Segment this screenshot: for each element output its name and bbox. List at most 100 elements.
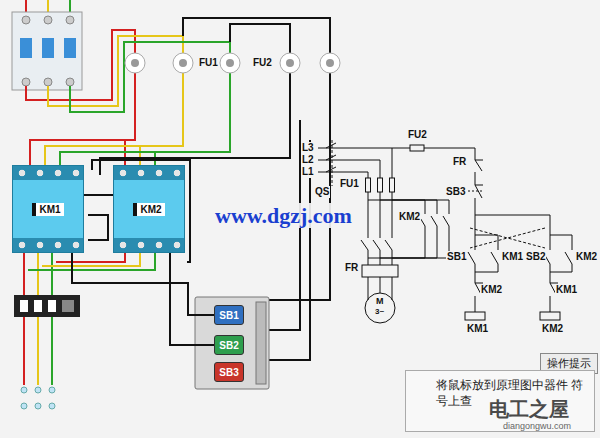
phase-label: L2 bbox=[301, 154, 315, 166]
power-wire bbox=[51, 317, 53, 385]
button-label: SB1 bbox=[446, 251, 467, 263]
main-circuit bbox=[361, 240, 392, 250]
control-circuit bbox=[550, 235, 572, 272]
node-text: SB3 bbox=[219, 367, 238, 378]
thermal-relay bbox=[14, 295, 80, 317]
push-button: SB3 bbox=[214, 362, 244, 382]
motor-terminal bbox=[49, 387, 55, 393]
main-circuit bbox=[365, 293, 395, 323]
thermal-relay bbox=[20, 300, 28, 312]
motor-terminal bbox=[35, 403, 41, 409]
control-circuit bbox=[465, 160, 572, 320]
contact-label: KM1 bbox=[555, 284, 578, 296]
circuit-breaker bbox=[42, 38, 54, 58]
thermal-relay bbox=[14, 295, 80, 317]
circuit-breaker bbox=[66, 78, 74, 86]
control-circuit bbox=[475, 160, 483, 185]
fuse-holder bbox=[220, 53, 240, 73]
phase-label: L3 bbox=[301, 142, 315, 154]
circuit-breaker bbox=[64, 38, 76, 58]
circuit-breaker bbox=[66, 16, 74, 24]
fuse-holder bbox=[326, 59, 334, 67]
control-circuit bbox=[470, 228, 545, 248]
control-circuit bbox=[468, 215, 475, 283]
control-circuit bbox=[465, 312, 485, 320]
button-label: SB2 bbox=[525, 251, 546, 263]
fuse-holder bbox=[226, 59, 234, 67]
motor-terminal bbox=[49, 403, 55, 409]
relay-label: FR bbox=[344, 262, 359, 274]
power-wire bbox=[23, 317, 25, 385]
main-circuit bbox=[332, 140, 333, 186]
fuse-holder bbox=[280, 53, 300, 73]
main-circuit bbox=[368, 148, 392, 178]
power-wire bbox=[56, 253, 125, 262]
node-text: 操作提示 bbox=[547, 356, 591, 371]
node-text: SB1 bbox=[219, 310, 238, 321]
fuse-holder bbox=[286, 59, 294, 67]
fuse-holder bbox=[125, 53, 145, 73]
motor-terminal bbox=[21, 387, 27, 393]
main-circuit bbox=[378, 178, 383, 192]
power-wire bbox=[42, 253, 140, 266]
main-circuit bbox=[362, 265, 398, 277]
logo-text: 电工之屋 bbox=[488, 398, 570, 421]
thermal-relay bbox=[48, 300, 56, 312]
fuse-holder bbox=[320, 53, 340, 73]
relay-label: FR bbox=[452, 156, 467, 168]
power-wire bbox=[183, 18, 330, 53]
power-wire bbox=[37, 253, 39, 295]
control-circuit bbox=[543, 215, 550, 283]
watermark: www.dgzj.com bbox=[214, 203, 353, 228]
button-box bbox=[256, 302, 266, 384]
motor-label: M bbox=[375, 296, 385, 306]
fuse-holder bbox=[125, 53, 340, 73]
power-wire bbox=[230, 24, 290, 53]
contact-label: KM1 bbox=[501, 251, 524, 263]
power-wire bbox=[51, 253, 53, 295]
main-circuit bbox=[318, 160, 380, 172]
main-circuit bbox=[326, 143, 336, 172]
fuse-label: FU2 bbox=[407, 129, 428, 141]
power-wire bbox=[37, 317, 39, 385]
logo-url: diangongwu.com bbox=[502, 421, 572, 431]
control-circuit bbox=[475, 235, 498, 272]
fuse-holder bbox=[173, 53, 193, 73]
contact-label: KM2 bbox=[575, 251, 598, 263]
circuit-breaker bbox=[12, 0, 82, 90]
fuse-label: FU2 bbox=[252, 57, 273, 69]
node-text: SB2 bbox=[219, 340, 238, 351]
fuse-holder bbox=[131, 59, 139, 67]
motor-terminal bbox=[35, 387, 41, 393]
motor-label: 3~ bbox=[374, 307, 385, 316]
circuit-breaker bbox=[20, 38, 32, 58]
contact-label: KM2 bbox=[480, 284, 503, 296]
button-box bbox=[195, 297, 269, 389]
node-text: KM1 bbox=[32, 203, 63, 216]
main-circuit bbox=[419, 216, 449, 226]
main-circuit bbox=[368, 192, 392, 238]
main-circuit bbox=[390, 178, 395, 192]
main-circuit bbox=[410, 145, 424, 151]
motor-terminal bbox=[21, 403, 27, 409]
thermal-relay bbox=[34, 300, 42, 312]
thermal-relay bbox=[62, 300, 74, 312]
circuit-breaker bbox=[12, 12, 82, 90]
power-wire bbox=[60, 73, 230, 165]
contact-label: KM2 bbox=[398, 211, 421, 223]
contactor: KM1 bbox=[12, 165, 84, 253]
power-wire bbox=[48, 36, 183, 106]
control-wire bbox=[170, 253, 214, 345]
switch-label: QS bbox=[314, 186, 330, 198]
circuit-breaker bbox=[44, 78, 52, 86]
power-wire bbox=[24, 253, 52, 295]
phase-label: L1 bbox=[301, 166, 315, 178]
fuse-label: FU1 bbox=[198, 57, 219, 69]
power-wire bbox=[70, 42, 230, 112]
main-circuit bbox=[318, 140, 475, 323]
coil-label: KM2 bbox=[541, 323, 564, 335]
push-button: SB2 bbox=[214, 335, 244, 355]
control-wire bbox=[72, 253, 214, 315]
control-circuit bbox=[475, 185, 550, 215]
circuit-breaker bbox=[44, 16, 52, 24]
